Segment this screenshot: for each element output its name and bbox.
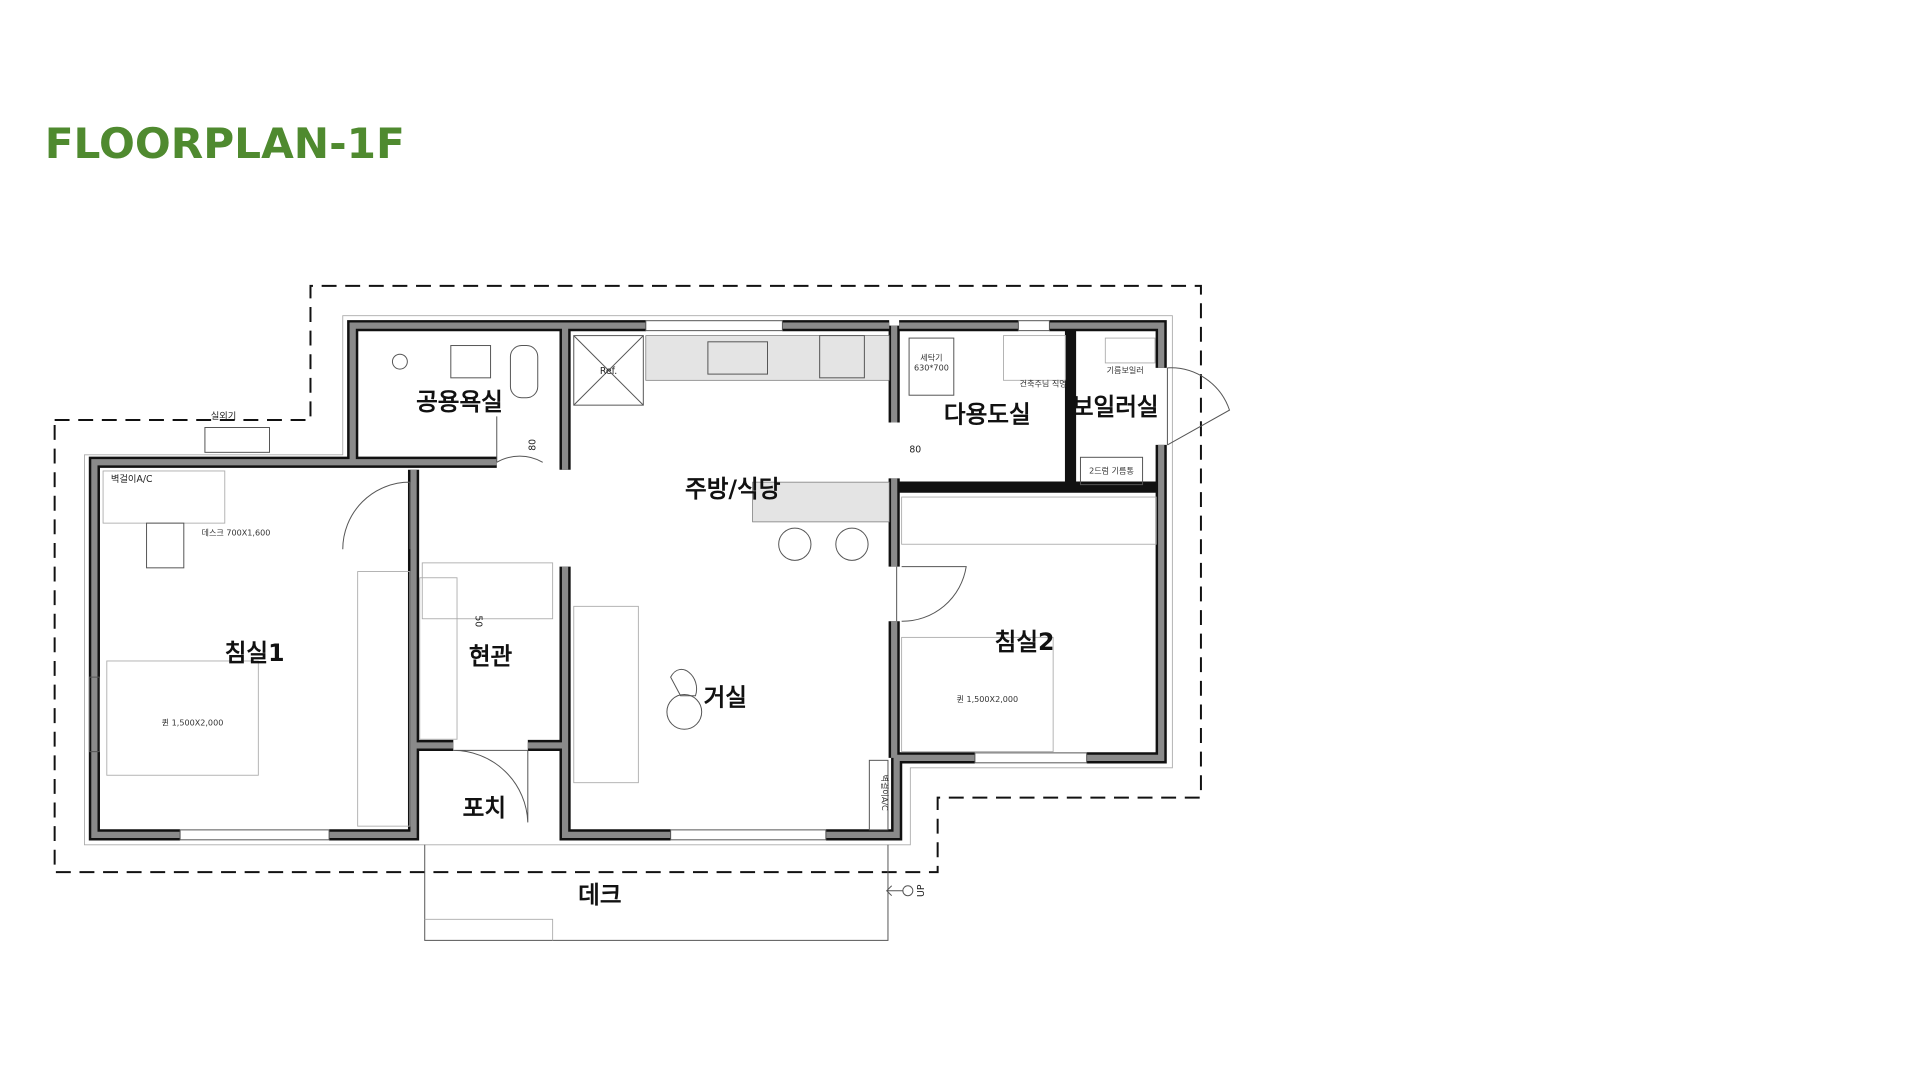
room-label-bedroom2: 침실2 xyxy=(995,628,1055,656)
oil-tank-label: 2드럼 기름통 xyxy=(1089,466,1134,475)
bed1-label: 퀸 1,500X2,000 xyxy=(162,718,224,728)
outdoor-unit-label: 실외기 xyxy=(211,410,237,422)
fridge-label: Ref. xyxy=(600,366,617,377)
room-label-bedroom1: 침실1 xyxy=(225,639,285,667)
deck-area xyxy=(424,844,889,941)
furniture xyxy=(102,335,1157,897)
wall-ac-label-2: 벽걸이A/C xyxy=(880,775,890,811)
walls xyxy=(88,320,1167,841)
washer-label: 세탁기 xyxy=(920,352,942,362)
room-label-living: 거실 xyxy=(704,684,747,712)
room-label-bathroom: 공용욕실 xyxy=(416,388,503,416)
room-label-boiler: 보일러실 xyxy=(1072,393,1159,421)
room-label-kitchen: 주방/식당 xyxy=(685,475,781,503)
desk-label: 데스크 700X1,600 xyxy=(202,529,271,538)
doors xyxy=(342,367,1231,823)
up-label: UP xyxy=(916,884,927,897)
bed2-label: 퀸 1,500X2,000 xyxy=(956,694,1018,704)
owner-direct-label: 건축주님 직영 xyxy=(1020,379,1067,389)
windows xyxy=(88,320,1088,841)
oil-boiler-label: 기름보일러 xyxy=(1107,366,1144,375)
bath-door-dimension: 80 xyxy=(527,439,538,451)
outer-line xyxy=(84,315,1173,846)
room-label-entrance: 현관 xyxy=(469,643,513,671)
utility-door-dimension: 80 xyxy=(909,444,921,455)
roof-outline xyxy=(53,284,1202,874)
room-label-deck: 데크 xyxy=(578,881,621,909)
page-title: FLOORPLAN-1F xyxy=(45,119,405,168)
room-label-utility: 다용도실 xyxy=(944,401,1031,429)
wall-ac-label-1: 벽걸이A/C xyxy=(111,473,153,485)
entry-dimension: 50 xyxy=(473,615,484,627)
washer-size-label: 630*700 xyxy=(914,363,949,372)
room-label-porch: 포치 xyxy=(463,794,506,822)
